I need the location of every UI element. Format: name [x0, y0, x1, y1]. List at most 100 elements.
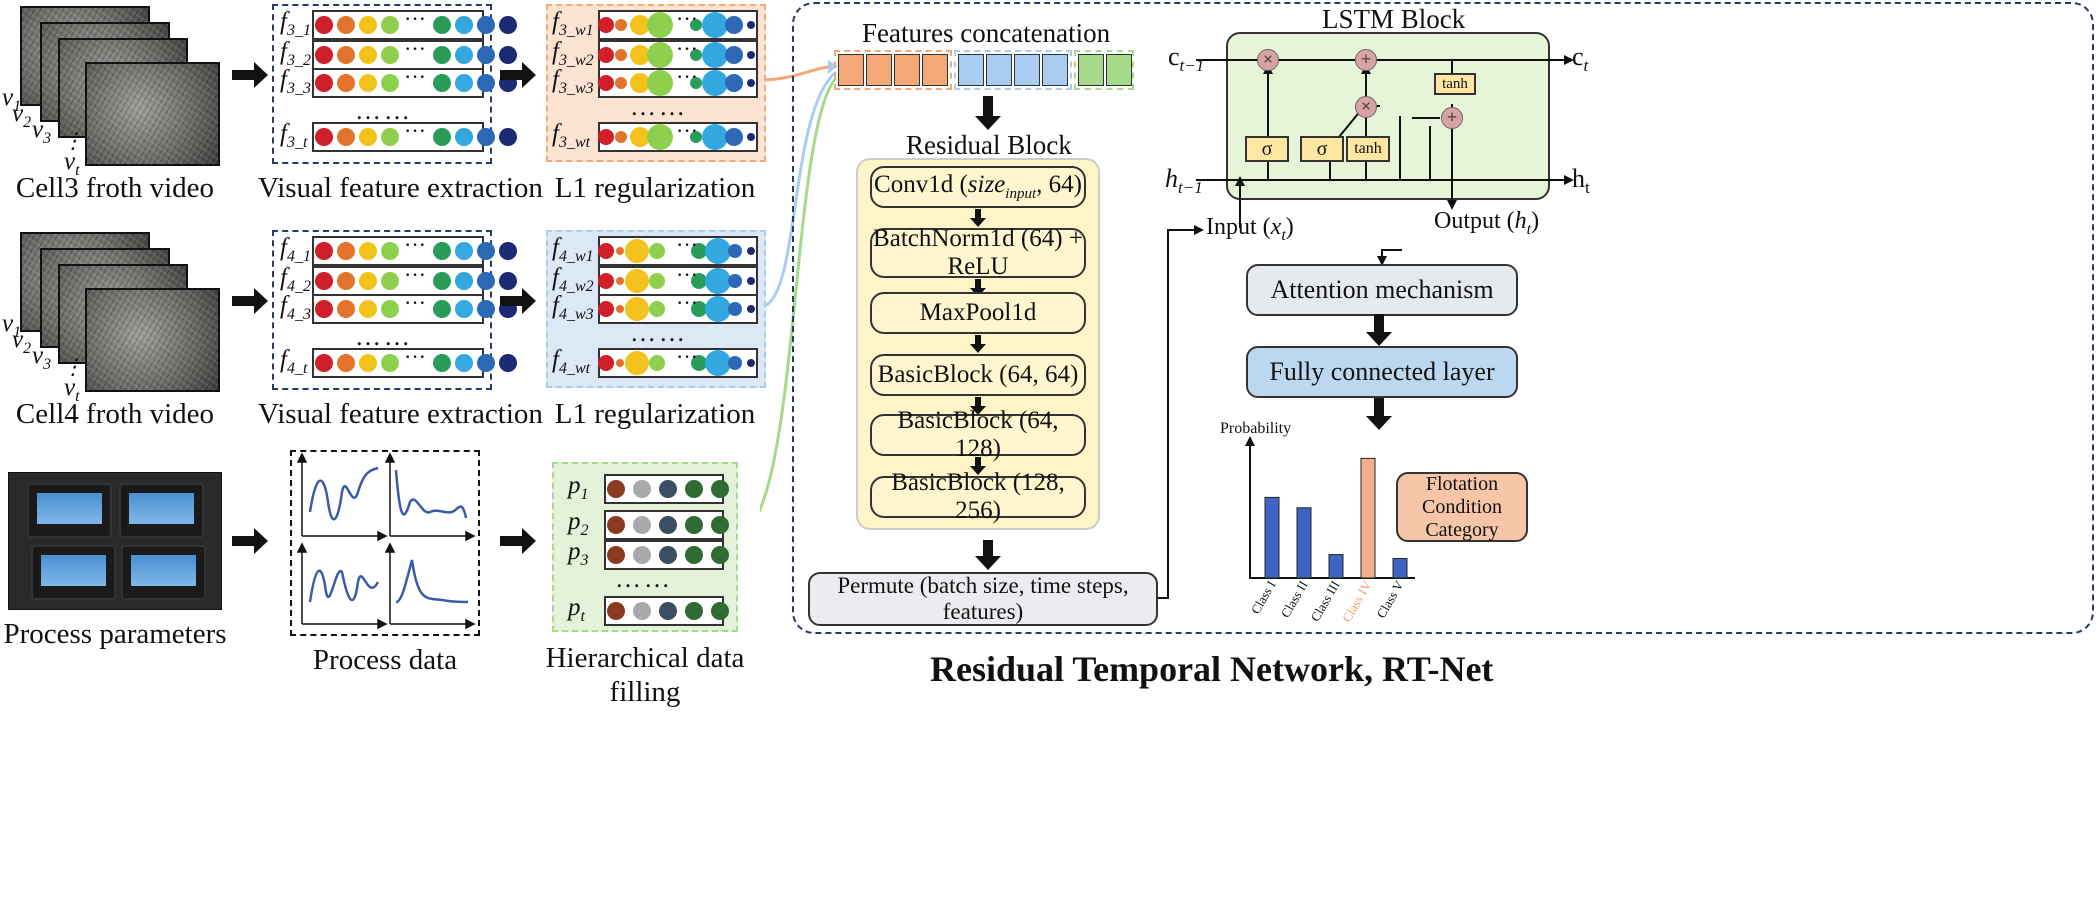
- feature-dot-gap: ···: [404, 262, 426, 287]
- concat-cell: [986, 54, 1012, 86]
- feature-dot: [337, 128, 355, 146]
- feature-dot: [477, 354, 495, 372]
- feature-dot: [359, 272, 377, 290]
- multiply-op-icon: ×: [1257, 49, 1279, 71]
- feature-dot: [607, 602, 625, 620]
- category-label: Class II: [1278, 578, 1311, 620]
- feature-dot: [728, 244, 743, 258]
- process-params-caption: Process parameters: [3, 618, 227, 650]
- feature-dot-gap: ···: [676, 6, 698, 31]
- feature-dot: [607, 480, 625, 498]
- down-arrow-icon: [1366, 398, 1392, 430]
- feature-dot: [724, 74, 743, 92]
- process-data-box: [290, 450, 480, 636]
- feature-dot: [615, 359, 624, 367]
- bar: [1392, 558, 1408, 579]
- concat-green-group: [1074, 50, 1134, 90]
- feature-dot: [691, 355, 708, 371]
- feature-dot-gap: ···: [404, 6, 426, 31]
- add-op-icon: +: [1355, 49, 1377, 71]
- feature-dot: [625, 239, 649, 263]
- feature-dot: [597, 129, 614, 145]
- attention-mechanism-box: Attention mechanism: [1246, 264, 1518, 316]
- right-arrow-icon: [232, 288, 268, 314]
- feature-row-label: f4_w2: [552, 264, 594, 295]
- lstm-output-label: Output (ht): [1434, 208, 1540, 238]
- feature-row-label: f3_w1: [552, 8, 594, 39]
- v1-label: v1: [2, 310, 22, 341]
- tanh-gate-icon: tanh: [1434, 73, 1476, 95]
- feature-dot: [337, 354, 355, 372]
- feature-dot: [659, 516, 677, 534]
- hier-fill-caption-2: filling: [609, 676, 681, 708]
- l1-reg-caption-2: L1 regularization: [554, 398, 756, 430]
- right-arrow-icon: [232, 62, 268, 88]
- bar: [1264, 496, 1280, 579]
- feature-dot-gap: ···: [404, 344, 426, 369]
- category-label: Class V: [1373, 577, 1407, 620]
- feature-dot: [381, 46, 399, 64]
- l1-reg-caption-1: L1 regularization: [554, 172, 756, 204]
- feature-dot: [746, 133, 755, 141]
- feature-dot: [315, 74, 333, 92]
- feature-dot: [691, 273, 708, 289]
- concat-cell: [1106, 54, 1132, 86]
- concat-cell: [894, 54, 920, 86]
- feature-row-label: f4_3: [280, 292, 311, 323]
- frame-dots: ⋮: [62, 354, 84, 379]
- feature-dot: [607, 516, 625, 534]
- rtnet-title: Residual Temporal Network, RT-Net: [930, 649, 1494, 689]
- sigma-gate-icon: σ: [1300, 136, 1344, 162]
- feature-dot: [315, 300, 333, 318]
- concat-cell: [1042, 54, 1068, 86]
- feature-dot: [315, 354, 333, 372]
- down-arrow-icon: [970, 209, 986, 227]
- feature-dot: [690, 77, 703, 89]
- feature-row-label: f3_wt: [552, 120, 591, 151]
- feature-row-label: f3_w3: [552, 66, 594, 97]
- feature-dot: [630, 45, 651, 65]
- feature-dot: [728, 274, 743, 288]
- feature-dot: [746, 305, 755, 313]
- feature-dot: [633, 602, 651, 620]
- feature-dot: [649, 301, 666, 317]
- feature-dot: [499, 16, 517, 34]
- lstm-input-label: Input (xt): [1206, 214, 1294, 244]
- feature-dot: [359, 300, 377, 318]
- feature-dot: [337, 74, 355, 92]
- chart-axes: [1249, 440, 1415, 579]
- feature-dot: [433, 46, 451, 64]
- feature-dot: [499, 46, 517, 64]
- process-data-caption: Process data: [312, 644, 458, 676]
- feature-dot: [711, 516, 729, 534]
- feature-dot: [337, 16, 355, 34]
- feature-dot: [337, 242, 355, 260]
- feature-dot: [702, 70, 728, 96]
- feature-dot: [597, 301, 614, 317]
- feature-dot: [337, 272, 355, 290]
- feature-dot: [647, 42, 674, 68]
- monitor: [31, 545, 116, 600]
- down-arrow-icon: [970, 397, 986, 415]
- feature-row-label: p2: [568, 508, 589, 539]
- process-panel-photo: [8, 472, 222, 610]
- feature-dot: [455, 16, 473, 34]
- feature-dot: [597, 47, 614, 63]
- ellipsis: ……: [355, 96, 413, 125]
- concat-cell: [866, 54, 892, 86]
- feature-dot: [499, 128, 517, 146]
- feature-dot: [746, 359, 755, 367]
- concat-cell: [838, 54, 864, 86]
- right-arrow-icon: [500, 288, 536, 314]
- feature-dot: [597, 273, 614, 289]
- feature-dot: [615, 131, 628, 143]
- concat-cell: [1078, 54, 1104, 86]
- feature-dot: [659, 546, 677, 564]
- down-arrow-icon: [1366, 314, 1392, 346]
- feature-dot: [615, 19, 628, 31]
- category-label: Class I: [1248, 578, 1279, 616]
- feature-dot: [455, 46, 473, 64]
- feature-dot: [691, 301, 708, 317]
- feature-dot: [499, 272, 517, 290]
- residual-layer: Conv1d (sizeinput, 64): [870, 166, 1086, 208]
